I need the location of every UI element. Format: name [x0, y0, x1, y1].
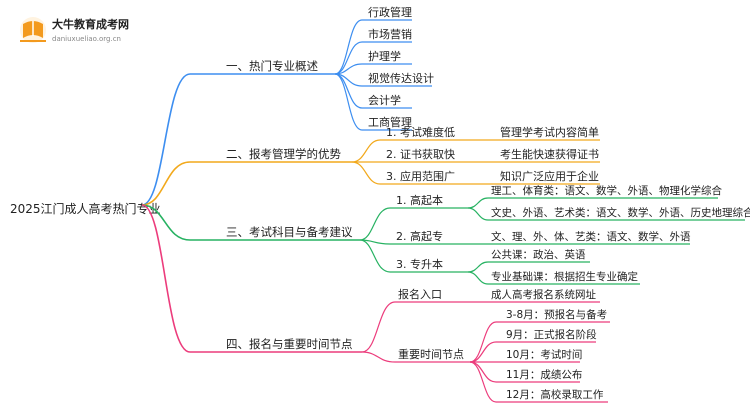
branch-3-detail: 公共课：政治、英语 — [491, 248, 586, 261]
branch-2: 二、报考管理学的优势 1. 考试难度低 2. 证书获取快 3. 应用范围广 管理… — [141, 125, 600, 206]
branch-4-detail: 10月：考试时间 — [506, 348, 582, 361]
branch-4-detail: 12月：高校录取工作 — [506, 388, 604, 401]
branch-3-label: 三、考试科目与备考建议 — [226, 225, 353, 239]
branch-1: 一、热门专业概述 行政管理 市场营销 护理学 视觉传达设计 会计学 工商管理 — [141, 5, 434, 206]
branch-1-item: 工商管理 — [368, 115, 412, 129]
branch-4-detail: 11月：成绩公布 — [506, 368, 582, 381]
branch-4-detail: 成人高考报名系统网址 — [491, 288, 596, 301]
logo-url: daniuxueliao.org.cn — [52, 35, 121, 43]
branch-4-detail: 3-8月：预报名与备考 — [506, 308, 607, 321]
logo-name: 大牛教育成考网 — [52, 17, 129, 31]
root-title: 2025江门成人高考热门专业 — [10, 201, 161, 216]
branch-3-detail: 理工、体育类：语文、数学、外语、物理化学综合 — [491, 184, 722, 197]
branch-1-item: 会计学 — [368, 93, 401, 107]
branch-1-item: 护理学 — [368, 49, 401, 63]
branch-4-detail: 9月：正式报名阶段 — [506, 328, 597, 341]
branch-1-item: 视觉传达设计 — [368, 71, 434, 85]
logo: 大牛教育成考网 daniuxueliao.org.cn — [20, 17, 129, 43]
branch-3-item: 1. 高起本 — [396, 193, 443, 207]
branch-2-detail: 考生能快速获得证书 — [500, 147, 599, 161]
branch-2-detail: 管理学考试内容简单 — [500, 125, 599, 139]
branch-4-item: 重要时间节点 — [398, 347, 464, 361]
branch-3: 三、考试科目与备考建议 1. 高起本 2. 高起专 3. 专升本 理工、体育类：… — [141, 184, 750, 285]
branch-1-item: 行政管理 — [368, 5, 412, 19]
branch-4-label: 四、报名与重要时间节点 — [226, 337, 353, 351]
branch-3-item: 2. 高起专 — [396, 229, 443, 243]
branch-2-item: 1. 考试难度低 — [386, 125, 455, 139]
logo-book-icon — [20, 17, 46, 43]
branch-4: 四、报名与重要时间节点 报名入口 重要时间节点 成人高考报名系统网址 3-8月：… — [141, 204, 610, 403]
branch-1-label: 一、热门专业概述 — [226, 59, 318, 73]
branch-2-item: 2. 证书获取快 — [386, 148, 455, 161]
branch-3-detail: 文、理、外、体、艺类：语文、数学、外语 — [491, 230, 691, 243]
branch-1-item: 市场营销 — [368, 27, 412, 41]
branch-2-label: 二、报考管理学的优势 — [226, 147, 341, 161]
branch-3-detail: 文史、外语、艺术类：语文、数学、外语、历史地理综合 — [491, 206, 750, 219]
branch-3-item: 3. 专升本 — [396, 257, 443, 271]
branch-2-detail: 知识广泛应用于企业 — [500, 169, 599, 183]
branch-3-detail: 专业基础课：根据招生专业确定 — [491, 270, 638, 283]
branch-4-item: 报名入口 — [398, 287, 442, 301]
branch-2-item: 3. 应用范围广 — [386, 169, 455, 183]
